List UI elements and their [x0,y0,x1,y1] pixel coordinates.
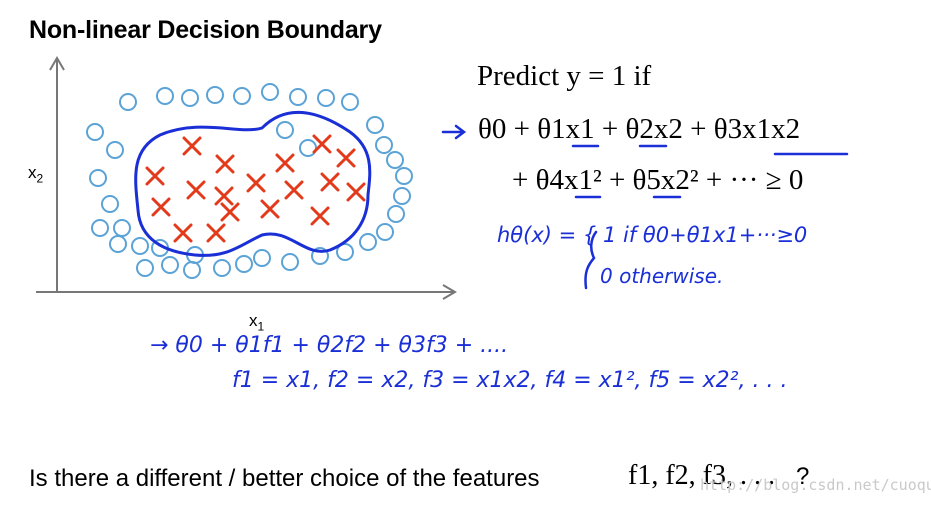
negative-example-marker [131,237,149,255]
negative-example-marker [387,205,405,223]
positive-example-marker [220,202,240,222]
equation-line-1: θ0 + θ1x1 + θ2x2 + θ3x1x2 [478,113,801,145]
positive-examples [145,134,366,243]
question-mark: ? [796,463,810,490]
negative-example-marker [299,139,317,157]
negative-examples [86,83,413,279]
plot-axes [36,56,457,300]
page-title: Non-linear Decision Boundary [29,16,382,44]
negative-example-marker [235,255,253,273]
negative-example-marker [156,87,174,105]
negative-example-marker [311,247,329,265]
positive-example-marker [312,134,332,154]
positive-example-marker [336,148,356,168]
brace-left [584,230,598,290]
arrow-to-equation [441,124,467,140]
negative-example-marker [359,233,377,251]
negative-example-marker [366,116,384,134]
positive-example-marker [173,223,193,243]
negative-example-marker [261,83,279,101]
positive-example-marker [206,223,226,243]
positive-example-marker [145,166,165,186]
hypothesis-definition: hθ(x) = { 1 if θ0+θ1x1+···≥0 [497,223,808,247]
negative-example-marker [233,87,251,105]
x-axis-arrow [442,284,457,300]
positive-example-marker [186,180,206,200]
negative-example-marker [376,223,394,241]
negative-example-marker [119,93,137,111]
positive-example-marker [346,182,366,202]
handwritten-marks [441,124,849,290]
question-text: Is there a different / better choice of … [29,465,540,492]
positive-example-marker [310,206,330,226]
y-axis-label: x2 [28,163,44,186]
negative-example-marker [89,169,107,187]
equation-line-2: + θ4x1² + θ5x2² + ··· ≥ 0 [512,164,804,196]
positive-example-marker [275,153,295,173]
features-sum: → θ0 + θ1f1 + θ2f2 + θ3f3 + .... [150,333,509,358]
hypothesis-otherwise: 0 otherwise. [600,264,724,288]
negative-example-marker [393,187,411,205]
negative-example-marker [253,249,271,267]
predict-text: Predict y = 1 if [477,60,652,92]
negative-example-marker [109,235,127,253]
negative-example-marker [181,89,199,107]
negative-example-marker [317,89,335,107]
negative-example-marker [113,219,131,237]
negative-example-marker [336,243,354,261]
negative-example-marker [161,256,179,274]
positive-example-marker [284,180,304,200]
negative-example-marker [276,121,294,139]
negative-example-marker [91,219,109,237]
y-axis-arrow [49,56,65,71]
positive-example-marker [246,173,266,193]
negative-example-marker [289,88,307,106]
x-axis-label: x1 [249,311,265,334]
negative-example-marker [206,86,224,104]
features-list: f1, f2, f3, . . . [628,460,775,491]
negative-example-marker [136,259,154,277]
positive-example-marker [182,136,202,156]
feature-definitions: f1 = x1, f2 = x2, f3 = x1x2, f4 = x1², f… [232,368,788,393]
positive-example-marker [214,186,234,206]
negative-example-marker [341,93,359,111]
positive-example-marker [260,199,280,219]
negative-example-marker [183,261,201,279]
negative-example-marker [375,136,393,154]
positive-example-marker [215,154,235,174]
positive-example-marker [320,172,340,192]
watermark: http://blog.csdn.net/cuoqu [700,476,931,494]
negative-example-marker [101,195,119,213]
positive-example-marker [151,197,171,217]
negative-example-marker [86,123,104,141]
negative-example-marker [106,141,124,159]
negative-example-marker [281,253,299,271]
negative-example-marker [386,151,404,169]
decision-boundary-curve [134,111,372,257]
negative-example-marker [213,259,231,277]
negative-example-marker [395,167,413,185]
